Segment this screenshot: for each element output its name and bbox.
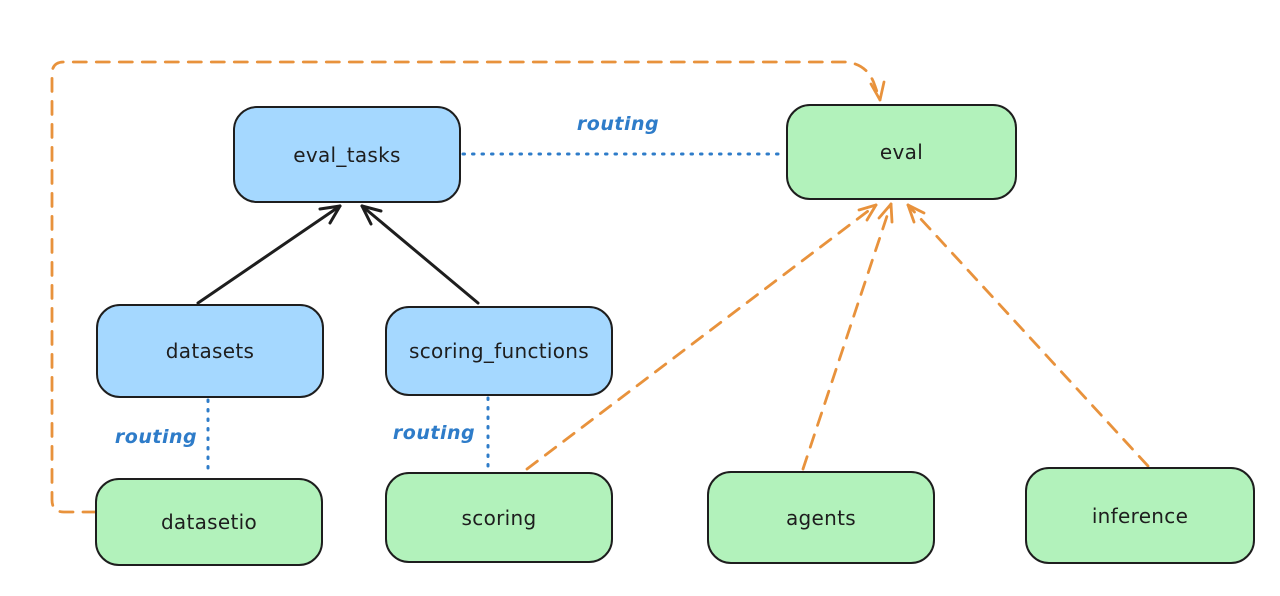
node-eval-tasks-label: eval_tasks [293,142,401,167]
edge-label-routing-scoring: routing [392,422,476,444]
node-inference-label: inference [1091,503,1189,528]
edge-datasetio-to-eval [50,60,886,514]
edge-agents-to-eval [801,202,894,471]
node-inference: inference [1025,467,1255,564]
node-eval: eval [786,104,1017,200]
edge-label-routing-datasetio: routing [114,426,198,448]
node-eval-tasks: eval_tasks [233,106,461,203]
node-scoring-functions: scoring_functions [385,306,613,396]
node-agents-label: agents [786,505,856,530]
node-datasets-label: datasets [165,339,255,363]
edge-scoring-functions-to-eval-tasks [360,204,480,305]
edge-datasets-to-eval-tasks [196,204,342,305]
edge-inference-to-eval [906,203,1150,468]
node-datasetio-label: datasetio [160,510,258,534]
node-datasets: datasets [96,304,324,398]
edge-label-routing-top: routing [576,113,660,135]
node-scoring-label: scoring [461,505,537,530]
node-agents: agents [707,471,935,564]
node-eval-label: eval [879,140,924,164]
node-datasetio: datasetio [95,478,323,566]
edge-scoring-to-eval [525,203,878,471]
node-scoring: scoring [385,472,613,563]
node-scoring-functions-label: scoring_functions [408,339,590,363]
